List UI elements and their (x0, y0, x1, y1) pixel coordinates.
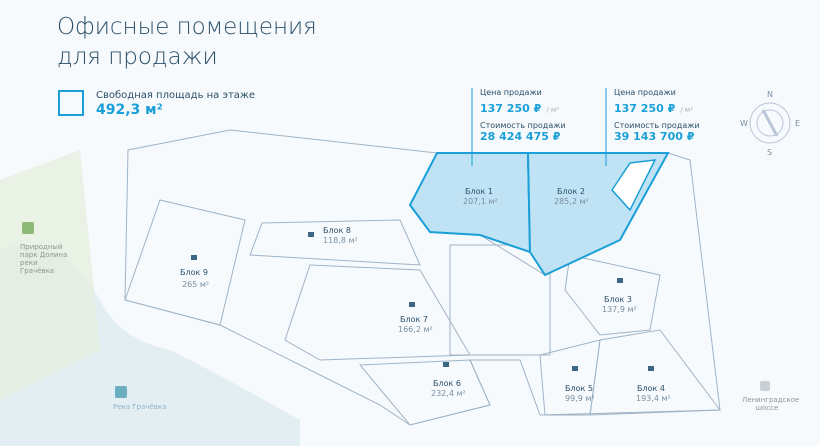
compass-e: E (795, 119, 800, 128)
price-unit: / м² (680, 106, 694, 114)
offer-block-2: Цена продажи 137 250 ₽ / м² Стоимость пр… (614, 88, 700, 143)
cost-label: Стоимость продажи (614, 121, 700, 130)
cost-label: Стоимость продажи (480, 121, 566, 130)
block-4-shape (589, 329, 721, 416)
block-2-notch (611, 159, 657, 212)
block-label-9: Блок 9 265 м² (180, 268, 209, 289)
river-label: Река Грачёвка (113, 403, 167, 411)
block-label-5: Блок 599,9 м² (565, 384, 595, 403)
block-8-shape (249, 219, 421, 266)
block-9-shape (124, 199, 246, 326)
svg-text:Блок 8: Блок 8 (323, 226, 351, 235)
svg-text:166,2 м²: 166,2 м² (398, 325, 433, 334)
floor-plan-icon (58, 90, 84, 116)
core-area (449, 244, 551, 356)
river-icon (115, 386, 127, 398)
svg-text:99,9 м²: 99,9 м² (565, 394, 595, 403)
offer-block-1: Цена продажи 137 250 ₽ / м² Стоимость пр… (480, 88, 566, 143)
park-area (0, 150, 100, 400)
svg-text:193,4 м²: 193,4 м² (636, 394, 671, 403)
svg-text:Блок 4: Блок 4 (637, 384, 665, 393)
highway-icon (760, 381, 770, 391)
cost-value: 39 143 700 ₽ (614, 130, 695, 143)
price-value: 137 250 ₽ (614, 102, 676, 115)
lock-icons (191, 232, 654, 371)
svg-text:118,8 м²: 118,8 м² (323, 236, 358, 245)
price-unit: / м² (546, 106, 560, 114)
svg-text:Блок 5: Блок 5 (565, 384, 593, 393)
svg-text:Блок 6: Блок 6 (433, 379, 461, 388)
compass-s: S (767, 148, 772, 157)
svg-text:137,9 м²: 137,9 м² (602, 305, 637, 314)
svg-text:Блок 2: Блок 2 (557, 187, 585, 196)
svg-text:Блок 9: Блок 9 (180, 268, 208, 277)
park-icon (22, 222, 34, 234)
cost-value: 28 424 475 ₽ (480, 130, 561, 143)
svg-text:207,1 м²: 207,1 м² (463, 197, 498, 206)
svg-text:285,2 м²: 285,2 м² (554, 197, 589, 206)
free-area-value: 492,3 м² (96, 102, 163, 118)
svg-text:232,4 м²: 232,4 м² (431, 389, 466, 398)
park-label: Природный парк Долина реки Грачёвка (20, 243, 68, 275)
svg-text:265 м²: 265 м² (182, 280, 209, 289)
svg-text:Блок 7: Блок 7 (400, 315, 428, 324)
block-7-shape (284, 264, 471, 361)
free-area-label: Свободная площадь на этаже (96, 90, 256, 101)
svg-text:Блок 3: Блок 3 (604, 295, 632, 304)
compass-icon (749, 102, 791, 144)
compass-w: W (740, 119, 748, 128)
compass-n: N (767, 90, 773, 99)
price-label: Цена продажи (614, 88, 676, 97)
price-value: 137 250 ₽ (480, 102, 542, 115)
price-label: Цена продажи (480, 88, 542, 97)
block-3-shape (564, 254, 661, 336)
highway-label: Ленинградское шоссе (742, 396, 800, 412)
block-6-shape (358, 359, 491, 426)
svg-text:Блок 1: Блок 1 (465, 187, 493, 196)
